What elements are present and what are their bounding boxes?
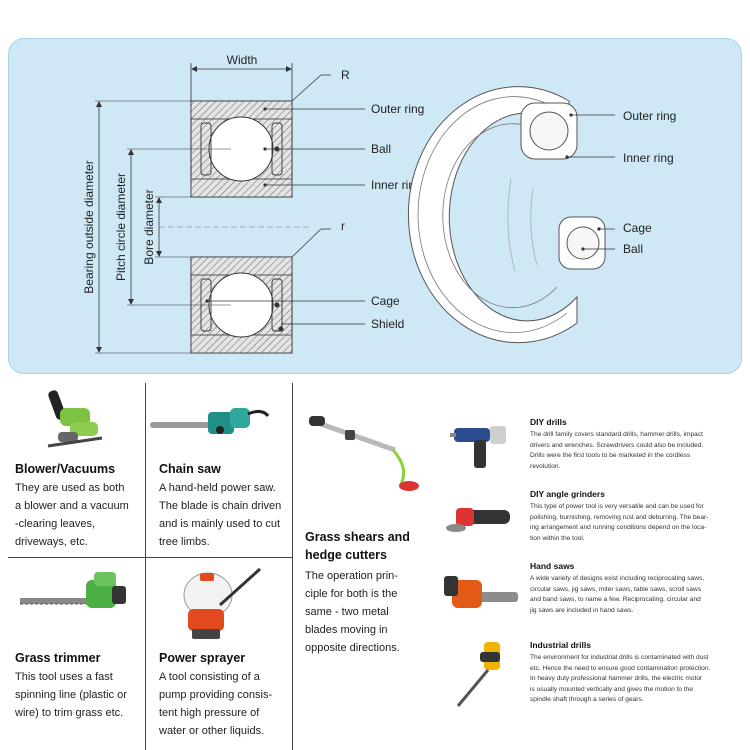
tool-desc-line: They are used as both bbox=[15, 482, 125, 494]
tool-desc-line: tent high pressure of bbox=[159, 707, 260, 719]
item-desc-line: The drill family covers standard drills,… bbox=[530, 431, 703, 438]
tool-grass-trimmer: Grass trimmer This tool uses a fast spin… bbox=[15, 651, 143, 722]
label-ball-3d: Ball bbox=[623, 242, 643, 256]
tool-desc-line: tree limbs. bbox=[159, 536, 210, 548]
label-bore-diameter: Bore diameter bbox=[142, 189, 156, 264]
tool-desc-line: This tool uses a fast bbox=[15, 671, 113, 683]
item-desc-line: This type of power tool is very versatil… bbox=[530, 503, 704, 510]
tool-desc-line: blades moving in bbox=[305, 624, 388, 636]
tool-desc-line: -clearing leaves, bbox=[15, 518, 96, 530]
item-title: DIY drills bbox=[530, 417, 567, 427]
chain-saw-image bbox=[150, 408, 270, 434]
bearing-diagram-panel: Width Bearing out bbox=[8, 38, 742, 374]
label-outer-ring: Outer ring bbox=[371, 102, 424, 116]
blower-vacuum-image bbox=[47, 390, 103, 448]
hand-saw-image bbox=[444, 576, 518, 608]
item-desc-line: drivers and wrenches. Screwdrivers could… bbox=[530, 441, 704, 449]
item-desc-line: polishing, burnishing, removing rust and… bbox=[530, 513, 709, 521]
angle-grinder-image bbox=[446, 508, 510, 532]
item-diy-angle-grinders: DIY angle grinders This type of power to… bbox=[530, 489, 742, 544]
label-inner-ring: Inner ring bbox=[371, 178, 422, 192]
tool-desc-line: and is mainly used to cut bbox=[159, 518, 281, 530]
item-diy-drills: DIY drills The drill family covers stand… bbox=[530, 417, 742, 472]
tool-chain-saw: Chain saw A hand-held power saw. The bla… bbox=[159, 462, 289, 551]
grass-shears-image bbox=[309, 416, 419, 491]
tool-desc-line: water or other liquids. bbox=[159, 725, 265, 737]
label-inner-ring-3d: Inner ring bbox=[623, 151, 674, 165]
item-desc-line: circular saws, jig saws, miter saws, tab… bbox=[530, 585, 702, 593]
tool-title: Power sprayer bbox=[159, 651, 246, 665]
item-desc-line: spindle shaft through a series of gears. bbox=[530, 696, 644, 703]
tool-title: Blower/Vacuums bbox=[15, 462, 116, 476]
label-cage: Cage bbox=[371, 294, 400, 308]
tool-title: Grass trimmer bbox=[15, 651, 101, 665]
tool-desc-line: A tool consisting of a bbox=[159, 671, 260, 683]
tool-desc-line: same - two metal bbox=[305, 606, 389, 618]
item-desc-line: jig saws are included in hand saws. bbox=[530, 606, 634, 614]
tool-power-sprayer: Power sprayer A tool consisting of a pum… bbox=[159, 651, 289, 740]
bearing-3d-illustration bbox=[407, 86, 606, 344]
item-desc-line: ing arrangement and running conditions d… bbox=[530, 524, 707, 531]
tool-desc-line: The blade is chain driven bbox=[159, 500, 282, 512]
tool-desc-line: A hand-held power saw. bbox=[159, 482, 276, 494]
tool-grass-shears: Grass shears and hedge cutters The opera… bbox=[305, 528, 430, 657]
item-desc-line: In heavy duty professional hammer drills… bbox=[530, 675, 703, 682]
item-hand-saws: Hand saws A wide variety of designs exis… bbox=[530, 561, 742, 616]
item-desc-line: The environment for industrial drills is… bbox=[530, 654, 709, 661]
label-r: r bbox=[341, 219, 345, 233]
tool-desc-line: a blower and a vacuum bbox=[15, 500, 129, 512]
tool-title: Chain saw bbox=[159, 462, 221, 476]
label-cage-3d: Cage bbox=[623, 221, 652, 235]
label-ball: Ball bbox=[371, 142, 391, 156]
label-width: Width bbox=[227, 53, 258, 67]
item-title: Industrial drills bbox=[530, 640, 591, 650]
item-desc-line: is usually mounted vertically and gives … bbox=[530, 685, 694, 693]
grid-divider-h1 bbox=[8, 557, 293, 558]
item-desc-line: Drills were the first tools to be market… bbox=[530, 452, 691, 459]
tool-desc-line: opposite directions. bbox=[305, 642, 400, 654]
tool-desc-line: driveways, etc. bbox=[15, 536, 88, 548]
tool-blower-vacuums: Blower/Vacuums They are used as both a b… bbox=[15, 462, 143, 551]
label-R: R bbox=[341, 68, 350, 82]
bearing-diagram: Width Bearing out bbox=[82, 53, 676, 354]
tool-title: Grass shears and bbox=[305, 530, 410, 544]
tool-desc-line: wire) to trim grass etc. bbox=[15, 707, 124, 719]
item-desc-line: revolution. bbox=[530, 462, 561, 470]
diy-drill-image bbox=[450, 426, 506, 468]
grid-divider-v2 bbox=[292, 383, 293, 750]
tool-title: hedge cutters bbox=[305, 548, 387, 562]
tool-desc-line: ciple for both is the bbox=[305, 588, 398, 600]
tool-desc-line: pump providing consis- bbox=[159, 689, 273, 701]
item-desc-line: and band saws, to name a few. Reciprocat… bbox=[530, 596, 701, 603]
power-sprayer-image bbox=[183, 567, 262, 639]
industrial-drill-image bbox=[456, 642, 500, 707]
item-desc-line: etc. Hence the need to ensure good conta… bbox=[530, 664, 711, 672]
item-title: Hand saws bbox=[530, 561, 575, 571]
item-title: DIY angle grinders bbox=[530, 489, 605, 499]
item-desc-line: tion within the tool. bbox=[530, 534, 585, 542]
tool-desc-line: spinning line (plastic or bbox=[15, 689, 127, 701]
grid-divider-v1 bbox=[145, 383, 146, 750]
label-pitch-circle-diameter: Pitch circle diameter bbox=[114, 173, 128, 281]
label-outer-ring-3d: Outer ring bbox=[623, 109, 676, 123]
item-desc-line: A wide variety of designs exist includin… bbox=[530, 575, 705, 582]
label-bearing-outside-diameter: Bearing outside diameter bbox=[82, 160, 96, 293]
item-industrial-drills: Industrial drills The environment for in… bbox=[530, 640, 742, 706]
label-shield: Shield bbox=[371, 317, 404, 331]
tool-desc-line: The operation prin- bbox=[305, 570, 398, 582]
grass-trimmer-image bbox=[20, 572, 126, 608]
